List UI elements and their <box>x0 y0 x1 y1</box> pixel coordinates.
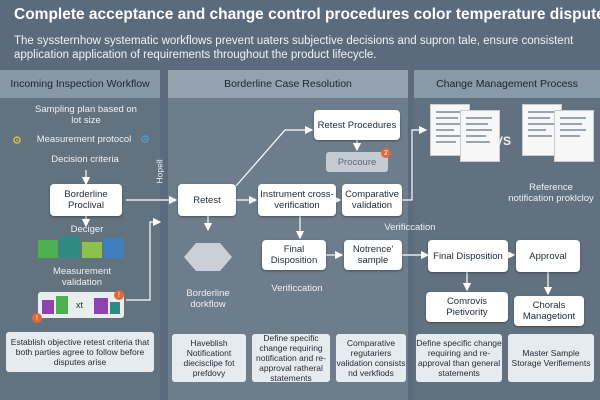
hexagon-label: Borderline dorkflow <box>186 288 230 310</box>
sampling-plan-text: Sampling plan based on lot size <box>35 104 137 126</box>
arrow-comparative-to-docs <box>402 125 428 201</box>
document-right-back-icon <box>554 110 594 162</box>
gear-icon-blue: ⚙ <box>140 134 150 146</box>
measurement-chart: xt <box>38 292 124 318</box>
middle-note-3: Comparative regutariers validation consi… <box>336 334 406 382</box>
approval-box[interactable]: Approval <box>516 240 580 272</box>
hopell-label: Hopell <box>154 159 165 184</box>
measurement-chart-bars <box>42 296 120 314</box>
reference-notification-text: Reference notification proklcloy <box>508 182 594 204</box>
document-back-icon <box>460 110 500 162</box>
warning-badge-left: ! <box>32 313 42 323</box>
borderline-proclival-box[interactable]: Borderline Proclival <box>50 184 122 216</box>
instrument-verification-box[interactable]: Instrument cross-verification <box>258 184 336 216</box>
column-header-incoming: Incoming Inspection Workflow <box>0 70 160 98</box>
right-note-1: Define specific change requiring and re-… <box>416 334 502 382</box>
vs-label: VS <box>494 134 511 148</box>
verification-label-middle: Verificcation <box>271 283 323 294</box>
middle-note-2: Define specific change requiring notific… <box>252 333 330 383</box>
final-disposition-middle[interactable]: Final Disposition <box>262 240 326 270</box>
comparative-validation-box[interactable]: Comparative validation <box>342 184 402 216</box>
measurement-protocol-text: Measurement protocol <box>36 134 132 145</box>
arrow-retest-to-procedures <box>235 125 314 187</box>
page-title: Complete acceptance and change control p… <box>14 6 600 23</box>
measurement-validation-text: Measurement validation <box>52 266 112 288</box>
reference-sample-box[interactable]: Notrence' sample <box>344 240 402 270</box>
procedure-label: Procoure <box>337 156 377 168</box>
chart-label: xt <box>76 300 84 310</box>
procedure-tag[interactable]: Procoure <box>326 152 388 172</box>
chorals-management-box[interactable]: Chorals Managetiont <box>514 296 584 326</box>
decision-criteria-text: Decision criteria <box>51 154 119 165</box>
deciger-label: Deciger <box>70 224 104 235</box>
retest-box[interactable]: Retest <box>178 184 236 216</box>
left-note: Establish objective retest criteria that… <box>6 332 154 372</box>
warning-badge-right: ! <box>114 290 124 300</box>
verification-label-right: Verificcation <box>384 222 436 233</box>
right-note-2: Master Sample Storage Verifiements <box>508 334 594 382</box>
hexagon-shape <box>184 243 232 271</box>
column-header-change: Change Management Process <box>414 70 600 98</box>
gear-icon: ⚙ <box>12 135 22 147</box>
page-subtitle: The syssternhow systematic workflows pre… <box>14 35 574 61</box>
procedure-badge: 2 <box>381 148 391 158</box>
final-disposition-right[interactable]: Final Disposition <box>428 240 508 272</box>
middle-note-1: Haveblish Notificationt diecisclipe fot … <box>172 334 246 382</box>
retest-procedures-box[interactable]: Retest Procedures <box>314 110 400 140</box>
arrow-chart-to-retest <box>126 217 162 301</box>
deciger-chart <box>38 236 124 258</box>
comrovis-box[interactable]: Comrovis Pietivority <box>426 292 508 322</box>
column-header-borderline: Borderline Case Resolution <box>168 70 408 98</box>
